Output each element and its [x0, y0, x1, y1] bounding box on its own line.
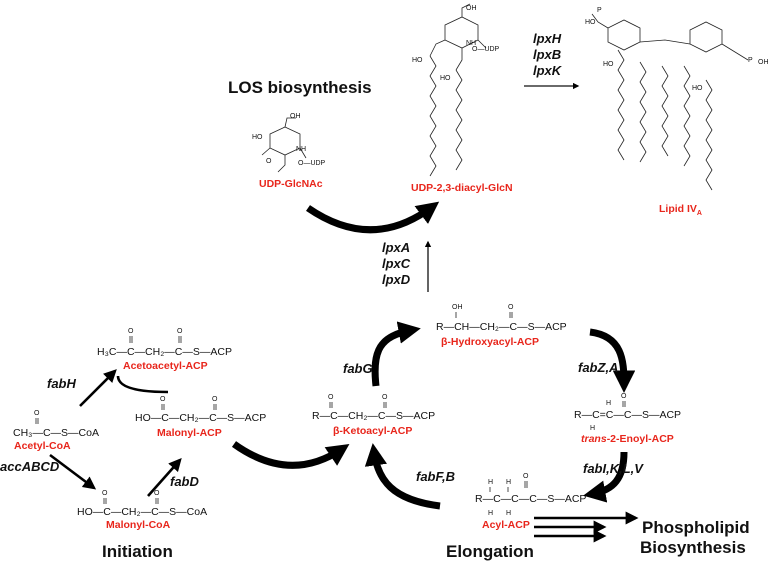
- gene-lpxC: lpxC: [382, 256, 411, 271]
- trans-2-enoyl-acp-label: trans-2-Enoyl-ACP: [581, 433, 674, 445]
- malonyl-acp-to-ketoacyl-arrow: [231, 441, 350, 469]
- svg-text:P: P: [748, 57, 753, 64]
- gene-fabIKLV: fabI,K,L,V: [583, 461, 644, 476]
- svg-text:O: O: [382, 394, 388, 401]
- svg-text:O: O: [160, 396, 166, 403]
- fabza-arrow: [589, 328, 636, 393]
- b-ketoacyl-acp-label: β-Ketoacyl-ACP: [333, 425, 412, 437]
- gene-fabFB: fabF,B: [416, 469, 455, 484]
- svg-text:R—C—C—C—S—ACP: R—C—C—C—S—ACP: [475, 493, 586, 505]
- gene-lpxK: lpxK: [533, 63, 563, 78]
- svg-text:H: H: [488, 479, 493, 486]
- malonyl-coa-label: Malonyl-CoA: [106, 519, 171, 531]
- fabiklv-arrow: [583, 451, 628, 503]
- malonyl-acp-label: Malonyl-ACP: [157, 427, 222, 439]
- udp-diacyl-glcn-label: UDP-2,3-diacyl-GlcN: [411, 182, 513, 194]
- svg-text:O: O: [328, 394, 334, 401]
- svg-text:O: O: [621, 393, 627, 400]
- b-hydroxyacyl-acp-label: β-Hydroxyacyl-ACP: [441, 336, 539, 348]
- svg-text:HO: HO: [692, 85, 703, 92]
- svg-text:O: O: [177, 328, 183, 335]
- svg-text:O—UDP: O—UDP: [298, 160, 326, 167]
- phospholipid-label-line2: Biosynthesis: [640, 538, 746, 557]
- svg-text:H: H: [590, 425, 595, 432]
- svg-text:OH: OH: [466, 5, 477, 12]
- svg-text:HO: HO: [603, 61, 614, 68]
- svg-text:O: O: [212, 396, 218, 403]
- svg-text:HO—C—CH₂—C—S—ACP: HO—C—CH₂—C—S—ACP: [135, 412, 266, 424]
- svg-text:O: O: [508, 304, 514, 311]
- acetyl-coa-label: Acetyl-CoA: [14, 440, 71, 452]
- svg-text:O: O: [154, 490, 160, 497]
- udp-glcnac-structure: HO OH NH O—UDP O: [252, 113, 326, 173]
- svg-text:O: O: [128, 328, 134, 335]
- svg-text:H: H: [488, 510, 493, 517]
- svg-text:O: O: [523, 473, 529, 480]
- svg-text:H₃C—C—CH₂—C—S—ACP: H₃C—C—CH₂—C—S—ACP: [97, 346, 232, 358]
- svg-text:HO: HO: [412, 57, 423, 64]
- gene-fabH: fabH: [47, 376, 77, 391]
- svg-text:R—C=C—C—S—ACP: R—C=C—C—S—ACP: [574, 409, 681, 421]
- svg-text:OH: OH: [758, 59, 769, 66]
- gene-fabG: fabG: [343, 361, 373, 376]
- initiation-label: Initiation: [102, 542, 173, 561]
- svg-text:P: P: [597, 7, 602, 14]
- fabh-arrow: [79, 369, 117, 407]
- acetyl-coa-structure: O CH₃—C—S—CoA: [13, 410, 99, 439]
- gene-fabD: fabD: [170, 474, 200, 489]
- elongation-label: Elongation: [446, 542, 534, 561]
- udp-glcnac-to-diacyl-arrow: [306, 201, 440, 234]
- svg-text:H: H: [506, 479, 511, 486]
- gene-lpxD: lpxD: [382, 272, 411, 287]
- acetoacetyl-acp-label: Acetoacetyl-ACP: [123, 360, 208, 372]
- acyl-acp-label: Acyl-ACP: [482, 519, 530, 531]
- lipid-iva-structure: P P HO OH HO HO: [585, 7, 769, 191]
- svg-text:R—C—CH₂—C—S—ACP: R—C—CH₂—C—S—ACP: [312, 410, 435, 422]
- acyl-acp-structure: H H O R—C—C—C—S—ACP H H: [475, 473, 586, 517]
- svg-text:H: H: [606, 400, 611, 407]
- acetoacetyl-acp-structure: O O H₃C—C—CH₂—C—S—ACP: [97, 328, 232, 358]
- gene-lpxA: lpxA: [382, 240, 410, 255]
- malonyl-acp-to-fabh-arrow: [116, 375, 169, 394]
- malonyl-acp-structure: O O HO—C—CH₂—C—S—ACP: [135, 396, 266, 424]
- svg-text:HO: HO: [585, 19, 596, 26]
- svg-text:R—CH—CH₂—C—S—ACP: R—CH—CH₂—C—S—ACP: [436, 321, 567, 333]
- svg-text:OH: OH: [452, 304, 463, 311]
- phospholipid-label-line1: Phospholipid: [642, 518, 750, 537]
- gene-fabZA: fabZ,A: [578, 360, 618, 375]
- accabcd-arrow: [49, 453, 97, 490]
- svg-text:OH: OH: [290, 113, 301, 120]
- lipid-iva-label: Lipid IVA: [659, 203, 702, 217]
- svg-text:HO—C—CH₂—C—S—CoA: HO—C—CH₂—C—S—CoA: [77, 506, 207, 518]
- svg-text:O: O: [266, 158, 272, 165]
- svg-text:O: O: [34, 410, 40, 417]
- b-ketoacyl-acp-structure: O O R—C—CH₂—C—S—ACP: [312, 394, 435, 422]
- svg-text:O: O: [102, 490, 108, 497]
- los-biosynthesis-label: LOS biosynthesis: [228, 78, 372, 97]
- svg-text:O—UDP: O—UDP: [472, 46, 500, 53]
- fabd-arrow: [147, 458, 182, 497]
- gene-accABCD: accABCD: [0, 459, 60, 474]
- malonyl-coa-structure: O O HO—C—CH₂—C—S—CoA: [77, 490, 207, 518]
- udp-diacyl-glcn-structure: OH O—UDP NH HO HO: [412, 3, 500, 177]
- gene-lpxB: lpxB: [533, 47, 561, 62]
- svg-text:HO: HO: [440, 75, 451, 82]
- svg-text:HO: HO: [252, 134, 263, 141]
- svg-text:NH: NH: [466, 40, 476, 47]
- svg-text:NH: NH: [296, 146, 306, 153]
- gene-lpxH: lpxH: [533, 31, 562, 46]
- udp-glcnac-label: UDP-GlcNAc: [259, 178, 323, 190]
- svg-text:CH₃—C—S—CoA: CH₃—C—S—CoA: [13, 427, 99, 439]
- svg-text:H: H: [506, 510, 511, 517]
- b-hydroxyacyl-acp-structure: OH O R—CH—CH₂—C—S—ACP: [436, 304, 567, 333]
- fabfb-arrow: [364, 443, 441, 510]
- trans-2-enoyl-acp-structure: O R—C=C—C—S—ACP H H: [574, 393, 681, 432]
- fabg-arrow: [371, 321, 421, 387]
